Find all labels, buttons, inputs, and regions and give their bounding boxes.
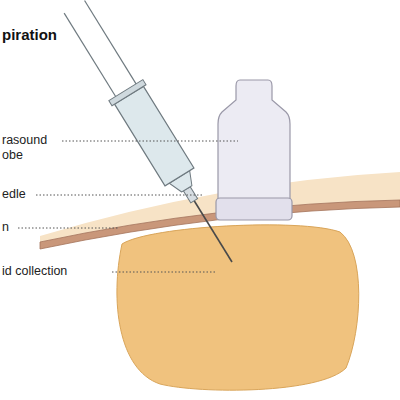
fluid-collection	[117, 225, 359, 390]
ultrasound-probe	[216, 80, 292, 220]
part-label: id collection	[2, 264, 110, 279]
part-label: n	[2, 220, 16, 235]
syringe-needle	[57, 0, 249, 273]
leader-lines	[18, 141, 238, 272]
part-label: edle	[2, 187, 34, 202]
part-label: rasound obe	[2, 133, 60, 163]
figure-title: piration	[2, 26, 57, 43]
